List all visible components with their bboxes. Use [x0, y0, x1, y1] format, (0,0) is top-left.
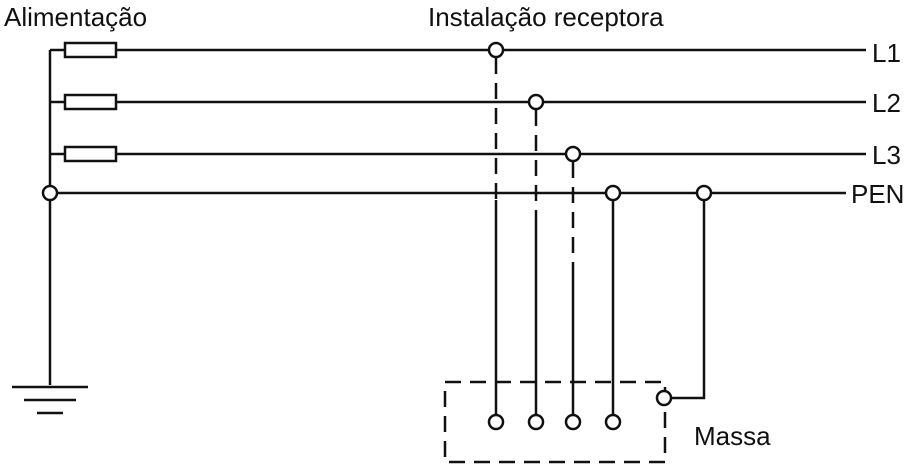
- terminal-l1: [487, 413, 505, 431]
- installation-label: Instalação receptora: [428, 2, 664, 32]
- junction-pen-protective: [695, 184, 713, 202]
- conductor-l2: [50, 93, 866, 111]
- fuse-l2: [63, 93, 118, 111]
- terminal-n: [604, 413, 622, 431]
- mass-label: Massa: [694, 421, 771, 451]
- junction-supply-pen: [41, 184, 59, 202]
- terminal-l3: [564, 413, 582, 431]
- junction-l1: [487, 41, 505, 59]
- earth-symbol: [12, 385, 88, 415]
- junction-l2: [527, 93, 545, 111]
- terminal-l2: [527, 413, 545, 431]
- terminal-mass: [655, 389, 673, 407]
- supply-label: Alimentação: [4, 2, 148, 32]
- line-label-l1: L1: [872, 38, 901, 68]
- line-label-pen: PEN: [851, 179, 905, 209]
- conductor-l3: [50, 145, 866, 163]
- fuse-l1: [63, 41, 118, 59]
- equipment-enclosure: [443, 380, 667, 464]
- junction-l3: [564, 145, 582, 163]
- conductor-l1: [50, 41, 866, 59]
- line-label-l3: L3: [872, 140, 901, 170]
- line-label-l2: L2: [872, 88, 901, 118]
- junction-pen-neutral: [604, 184, 622, 202]
- drop-pen-protective: [664, 193, 706, 400]
- fuse-l3: [63, 145, 118, 163]
